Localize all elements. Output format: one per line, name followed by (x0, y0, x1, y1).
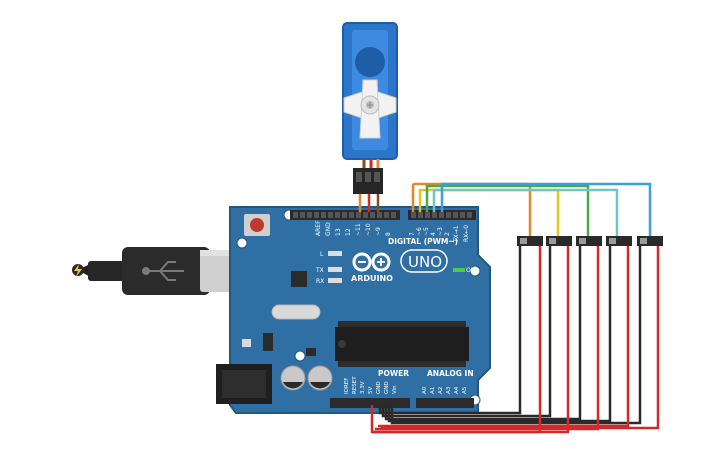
pin-label-a3: A3 (446, 386, 452, 394)
pin-label-a4: A4 (454, 386, 460, 394)
status-leds: L TX RX ON (315, 251, 475, 285)
analog-header (416, 398, 474, 408)
smd-component (306, 348, 316, 356)
servo-motor[interactable] (342, 22, 398, 194)
pin-label-a0: A0 (422, 386, 428, 394)
pin-label-8: 8 (385, 232, 392, 236)
crystal-oscillator (271, 304, 321, 320)
led-rx-label: RX (316, 278, 324, 285)
pin-label-gnd1: GND (376, 381, 382, 394)
usb-chip (291, 271, 307, 287)
power-header (330, 398, 410, 408)
pin-label-12: 12 (345, 228, 352, 236)
wire-green (425, 184, 590, 236)
slide-switch-5[interactable] (637, 236, 663, 246)
reset-button[interactable] (244, 214, 270, 236)
led-l-label: L (320, 251, 324, 258)
pin-label-reset: RESET (352, 376, 358, 394)
pin-label-a1: A1 (430, 387, 436, 394)
ground-wires (378, 246, 642, 425)
arduino-board[interactable]: AREF GND 13 12 ~11 ~10 ~9 8 7 ~6 ~5 4 ~3… (216, 206, 491, 414)
pin-label-9: ~9 (375, 227, 382, 236)
pin-label-13: 13 (335, 228, 342, 236)
model-text: UNO (408, 253, 442, 271)
voltage-regulator (263, 333, 273, 351)
signal-wires (411, 182, 652, 236)
slide-switch-2[interactable] (546, 236, 572, 246)
pin-label-a5: A5 (462, 386, 468, 394)
smd-capacitor (242, 339, 251, 347)
uno-logo: UNO (400, 249, 448, 273)
pin-label-2: 2 (444, 232, 451, 236)
pin-label-aref: AREF (315, 220, 322, 236)
on-led-label: ON (466, 267, 475, 274)
slide-switch-3[interactable] (576, 236, 602, 246)
pin-label-5: ~5 (423, 227, 430, 236)
slide-switch-4[interactable] (606, 236, 632, 246)
pin-label-ioref: IOREF (344, 378, 350, 394)
pin-label-rx0: RX←0 (463, 225, 470, 242)
brand-text: ARDUINO (351, 274, 393, 283)
power-wires (370, 246, 660, 434)
analog-in-label: ANALOG IN (427, 369, 474, 378)
pin-label-vin: Vin (392, 385, 398, 394)
microcontroller-chip (335, 321, 469, 367)
pin-label-gnd: GND (325, 222, 332, 236)
power-label: POWER (378, 369, 409, 378)
servo-horn[interactable] (343, 79, 397, 139)
led-tx-label: TX (315, 267, 324, 274)
arduino-logo: ARDUINO (351, 252, 393, 283)
digital-pwm-label: DIGITAL (PWM~) (388, 237, 458, 246)
capacitors (280, 365, 333, 391)
pin-label-5v: 5V (368, 387, 374, 394)
dc-power-jack[interactable] (216, 364, 272, 404)
pin-label-gnd2: GND (384, 381, 390, 394)
pin-label-7: 7 (409, 232, 416, 236)
slide-switch-1[interactable] (517, 236, 543, 246)
slide-switches (517, 236, 663, 246)
usb-icon (142, 261, 184, 281)
wire-teal (432, 188, 619, 236)
pin-label-3v3: 3.3V (360, 381, 366, 394)
power-bolt-icon (72, 264, 84, 277)
pin-label-11: ~11 (355, 223, 362, 236)
wire-blue (440, 182, 652, 236)
pin-label-6: ~6 (416, 227, 423, 236)
pin-label-10: ~10 (365, 223, 372, 236)
pin-label-tx1: TX→1 (453, 225, 460, 243)
pin-label-a2: A2 (438, 387, 444, 394)
pin-label-4: 4 (430, 232, 437, 236)
pin-label-3: ~3 (437, 227, 444, 236)
